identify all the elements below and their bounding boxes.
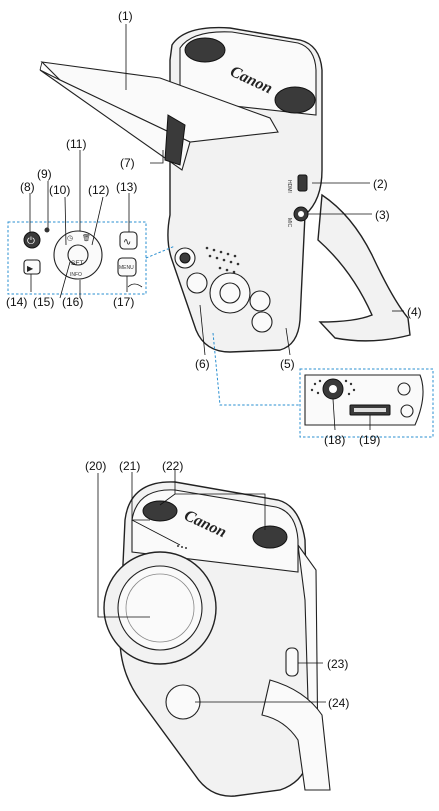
callout-12: (12) (88, 183, 109, 197)
movie-button (119, 231, 138, 250)
rear-controls-frame (7, 221, 147, 295)
bottom-closeup (212, 332, 434, 438)
hdmi-port-label: HDMI (286, 180, 292, 193)
delete-icon: 🗑 (82, 233, 91, 242)
info-label: INFO (70, 272, 82, 278)
power-button (23, 231, 41, 249)
callout-8: (8) (20, 180, 35, 194)
callout-4: (4) (407, 305, 422, 319)
callout-10: (10) (49, 183, 70, 197)
bottom-mic-dots (310, 379, 356, 396)
power-icon: ⏻ (27, 236, 35, 247)
callout-20: (20) (85, 459, 106, 473)
playback-icon: ▶ (27, 264, 34, 273)
callout-22: (22) (162, 459, 183, 473)
callout-17: (17) (113, 295, 134, 309)
front-mic-right (252, 525, 288, 549)
callout-21: (21) (119, 459, 140, 473)
leader-lines (29, 24, 404, 703)
callout-1: (1) (118, 9, 133, 23)
callout-23: (23) (327, 657, 348, 671)
callout-labels: (1) (2) (3) (4) (5) (6) (7) (8) (9) (10)… (6, 9, 422, 710)
callout-13: (13) (116, 180, 137, 194)
callout-5: (5) (280, 357, 295, 371)
camera-front-view: Canon (103, 481, 331, 797)
callout-14: (14) (6, 295, 27, 309)
callout-3: (3) (375, 208, 390, 222)
speaker-grille (205, 246, 240, 274)
side-usb-port (285, 647, 299, 677)
front-mic-holes (177, 545, 187, 549)
callout-24: (24) (328, 696, 349, 710)
callout-11: (11) (66, 137, 86, 151)
rear-controls-closeup: ⏻ ▶ SET INFO ◷ 🗑 ∿ MENU (7, 221, 176, 295)
wave-icon: ∿ (123, 237, 131, 248)
playback-button (23, 259, 41, 275)
callout-9: (9) (37, 167, 52, 181)
callout-18: (18) (324, 433, 345, 447)
indicator-lamp (44, 227, 50, 233)
menu-button-label: MENU (119, 265, 134, 271)
lens (117, 565, 203, 651)
callout-6: (6) (195, 357, 210, 371)
mic-jack-label: MIC (286, 218, 292, 228)
callout-15: (15) (33, 295, 54, 309)
front-mic-left (142, 500, 178, 522)
callout-16: (16) (62, 295, 83, 309)
set-button-label: SET (71, 260, 84, 267)
hdmi-port (297, 174, 308, 192)
self-timer-icon: ◷ (67, 235, 73, 242)
front-socket (165, 684, 201, 720)
callout-19: (19) (359, 433, 380, 447)
bottom-frame (299, 368, 434, 438)
callout-7: (7) (120, 156, 135, 170)
camera-top-view: Canon HDMI MIC (39, 26, 411, 353)
callout-2: (2) (373, 177, 388, 191)
set-button (67, 244, 89, 266)
